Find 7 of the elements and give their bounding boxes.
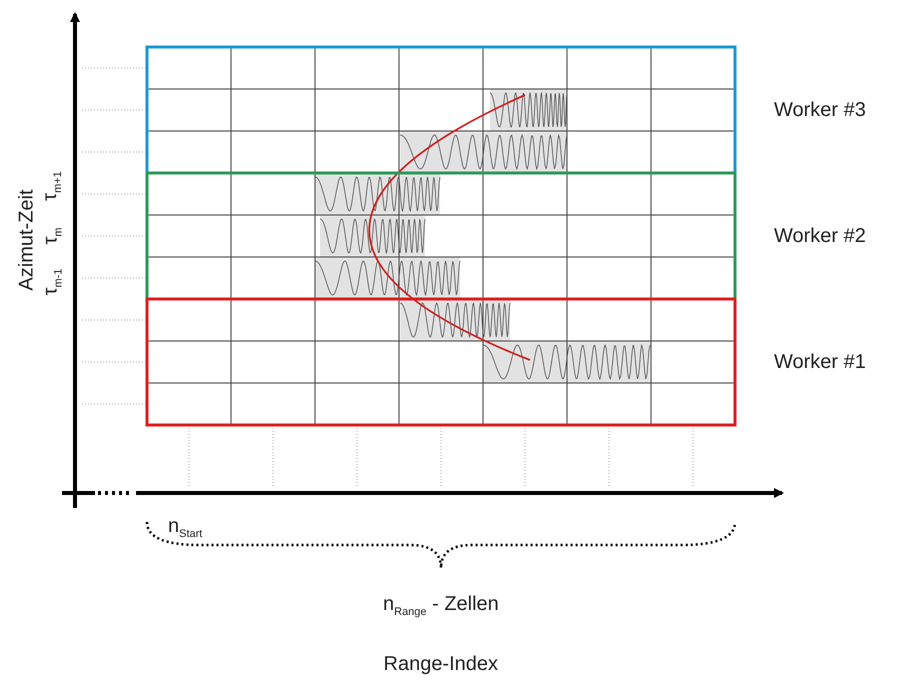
worker-label: Worker #2 <box>774 226 866 246</box>
axis-title: Range-Index <box>384 654 498 674</box>
worker-label: Worker #3 <box>774 100 866 120</box>
worker-label: Worker #1 <box>774 352 866 372</box>
axis-title: Azimut-Zeit <box>16 189 36 291</box>
brace-label: n$_{Range}$ - Zellen <box>383 594 499 618</box>
tick-label: n$_{Start}$ <box>168 516 202 540</box>
